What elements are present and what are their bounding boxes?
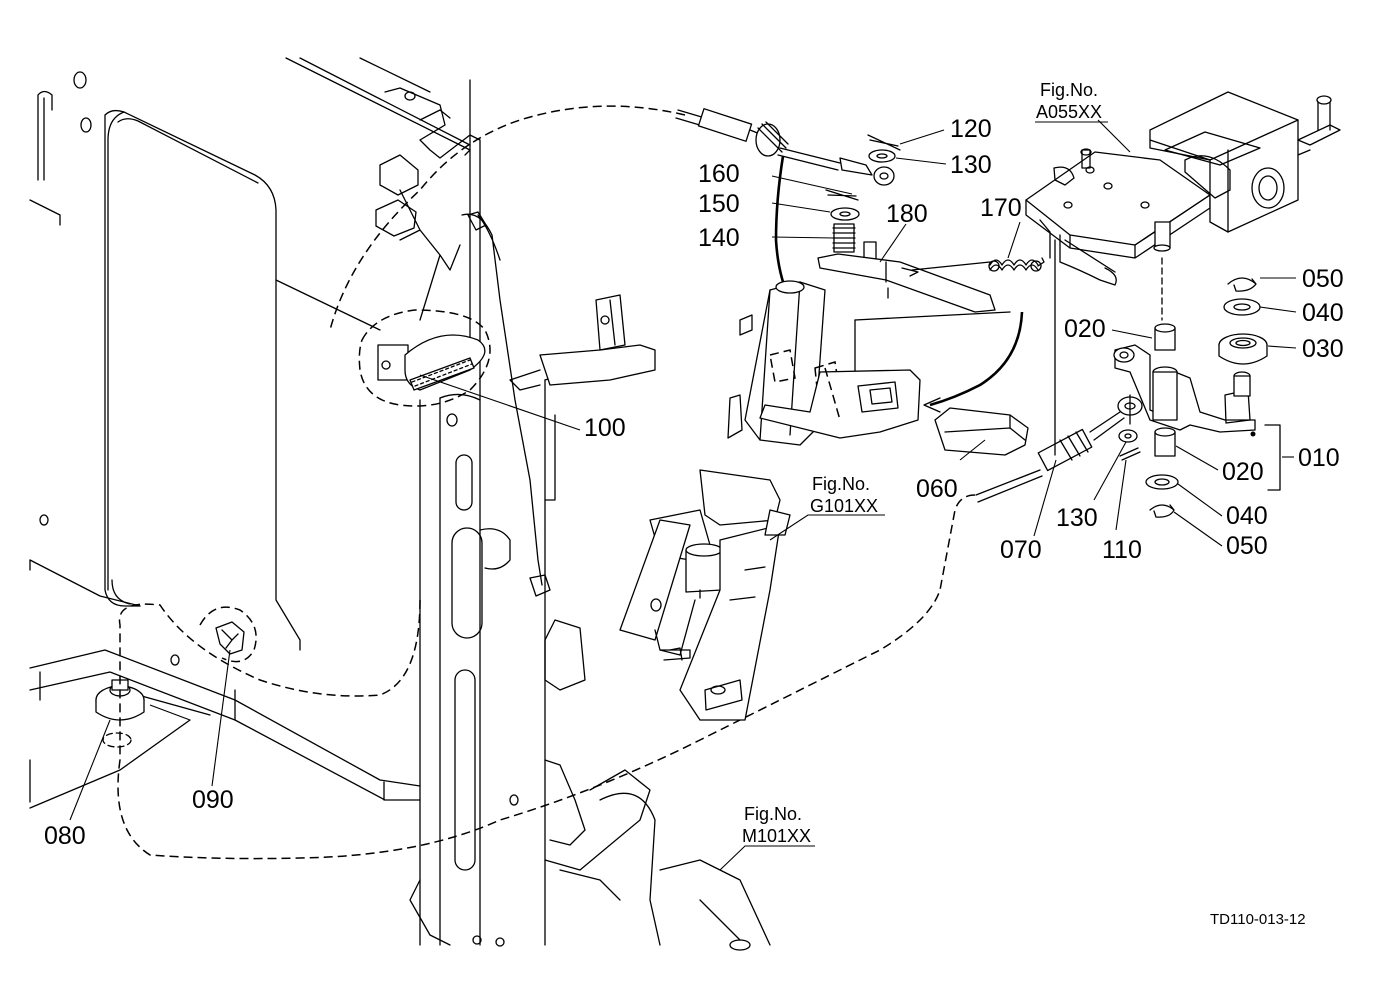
part-label-020: 020 <box>1222 458 1264 486</box>
part-label-040: 040 <box>1226 502 1268 530</box>
part-label-090: 090 <box>192 786 234 814</box>
figure-ref-code: A055XX <box>1036 102 1102 122</box>
figure-ref-code: G101XX <box>810 496 878 516</box>
part-label-020: 020 <box>1064 315 1106 343</box>
part-labels: 120 130 160 150 140 180 170 050 040 030 … <box>44 115 1344 850</box>
part-label-050: 050 <box>1226 532 1268 560</box>
cable-routing-dashed <box>117 105 976 860</box>
part-label-050: 050 <box>1302 265 1344 293</box>
figure-ref-code: M101XX <box>742 826 811 846</box>
figure-reference-g101xx: Fig.No. G101XX <box>810 474 878 516</box>
part-label-110: 110 <box>1102 536 1142 564</box>
drawing-code: TD110-013-12 <box>1210 911 1306 928</box>
part-label-080: 080 <box>44 822 86 850</box>
part-label-070: 070 <box>1000 536 1042 564</box>
part-label-140: 140 <box>698 224 740 252</box>
part-label-030: 030 <box>1302 335 1344 363</box>
right-bracket-assembly <box>975 91 1341 518</box>
part-label-010: 010 <box>1298 444 1340 472</box>
part-label-100: 100 <box>584 414 626 442</box>
part-label-130: 130 <box>1056 504 1098 532</box>
part-label-150: 150 <box>698 190 740 218</box>
part-label-130: 130 <box>950 151 992 179</box>
figure-reference-a055xx: Fig.No. A055XX <box>1036 80 1102 122</box>
part-label-180: 180 <box>886 200 928 228</box>
part-label-120: 120 <box>950 115 992 143</box>
part-label-060: 060 <box>916 475 958 503</box>
figure-caption: Fig.No. <box>1040 80 1098 100</box>
figure-caption: Fig.No. <box>744 804 802 824</box>
figure-reference-m101xx: Fig.No. M101XX <box>742 804 811 846</box>
figure-caption: Fig.No. <box>812 474 870 494</box>
part-label-170: 170 <box>980 194 1022 222</box>
part-label-040: 040 <box>1302 299 1344 327</box>
part-label-160: 160 <box>698 160 740 188</box>
leader-lines <box>69 119 1297 871</box>
vertical-pillar <box>358 79 771 951</box>
lever-assembly <box>619 108 1045 721</box>
